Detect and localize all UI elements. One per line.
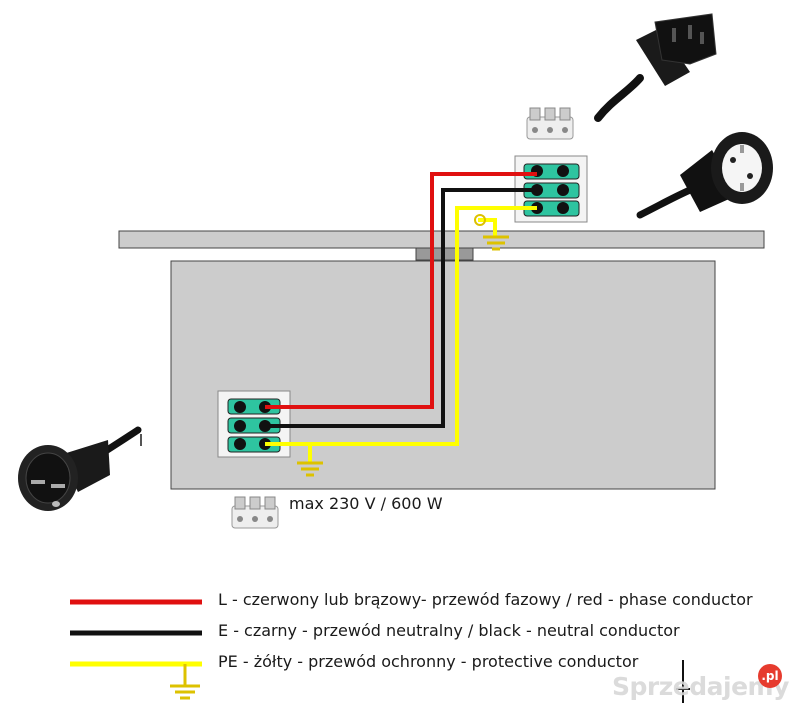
ground-symbol-icon — [483, 235, 509, 251]
legend-text-neutral: E - czarny - przewód neutralny / black -… — [218, 621, 680, 640]
schuko-socket-icon — [636, 132, 773, 219]
power-rating-label: max 230 V / 600 W — [289, 494, 443, 513]
ground-symbol-icon — [170, 664, 200, 700]
ground-symbol-icon — [676, 660, 690, 703]
terminal-block-icon — [231, 496, 279, 529]
neutral-wire — [265, 188, 537, 428]
protective-wire-ground-lower — [300, 442, 312, 462]
iec-c13-plug-icon — [594, 13, 717, 122]
schuko-plug-icon — [18, 426, 142, 511]
legend-text-protective: PE - żółty - przewód ochronny - protecti… — [218, 652, 639, 671]
terminal-block-icon — [526, 107, 574, 140]
legend-text-phase: L - czerwony lub brązowy- przewód fazowy… — [218, 590, 753, 609]
protective-wire — [265, 206, 537, 446]
phase-wire — [265, 172, 537, 409]
watermark-badge: .pl — [758, 664, 782, 688]
ground-symbol-icon — [297, 461, 323, 477]
ground-ring-lug-icon — [474, 214, 486, 226]
protective-wire-ground-upper — [478, 218, 497, 236]
